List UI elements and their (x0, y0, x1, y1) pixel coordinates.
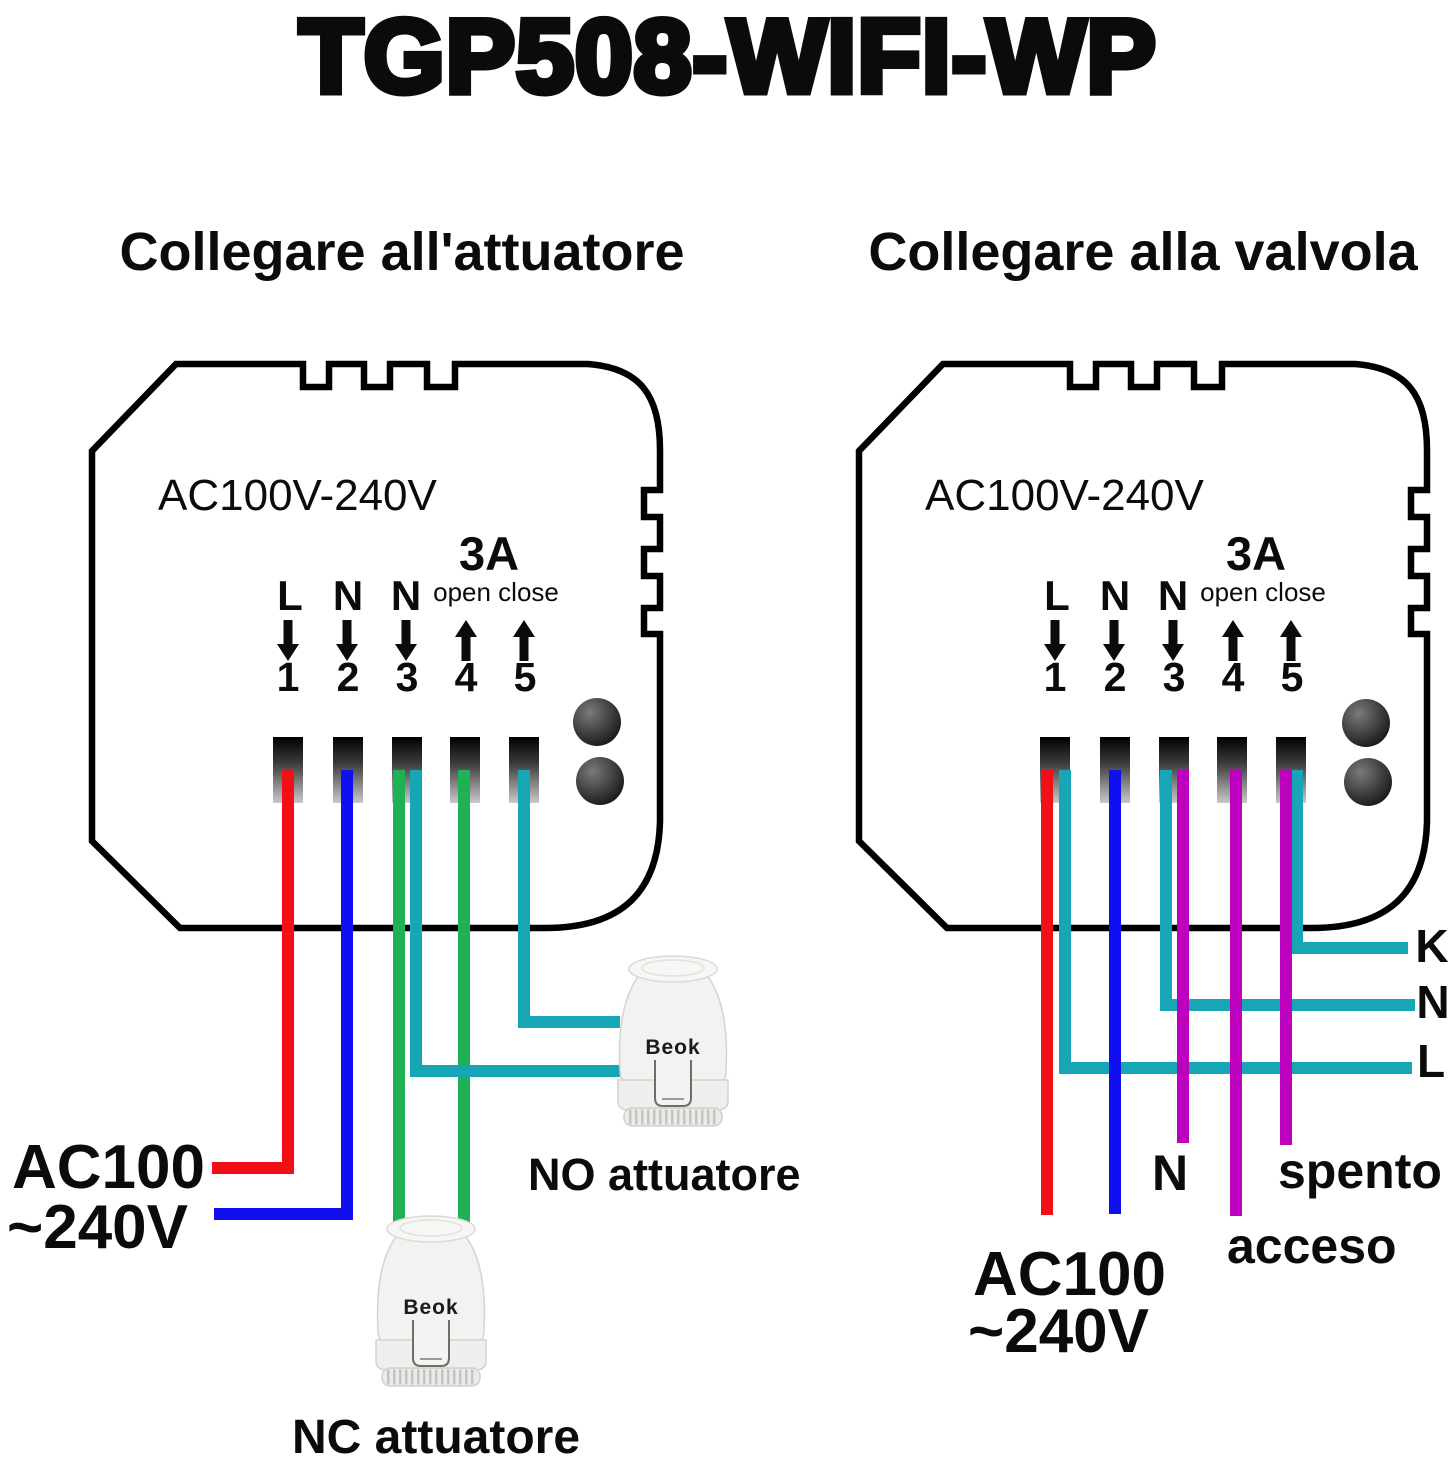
mounting-hole (573, 698, 621, 746)
amperage-label: 3A (1226, 527, 1286, 580)
terminal-letter-n: N (391, 572, 421, 619)
right-section-heading: Collegare alla valvola (868, 222, 1418, 282)
valve-wire-label-n: N (1416, 976, 1449, 1028)
no-actuator-image: Beok (617, 955, 729, 1127)
valve-n-wire (1160, 770, 1415, 1011)
right-wires (1041, 770, 1415, 1216)
terminal-number-2: 2 (337, 654, 360, 700)
terminal-number-1: 1 (277, 654, 300, 700)
mounting-hole (1342, 699, 1390, 747)
arrow-down-icon (336, 620, 358, 661)
no-actuator-wire (518, 770, 620, 1028)
open-close-label: open close (433, 577, 559, 607)
mounting-hole (1344, 758, 1392, 806)
arrow-up-icon (513, 620, 535, 661)
valve-neutral-label: N (1152, 1145, 1188, 1201)
mounting-hole (576, 757, 624, 805)
right-power-label-line2: ~240V (968, 1297, 1149, 1366)
arrow-down-icon (1103, 620, 1125, 661)
valve-wire-label-l: L (1417, 1035, 1445, 1087)
right-power-label-line1: AC100 (973, 1240, 1166, 1309)
terminal-number-1: 1 (1044, 654, 1067, 700)
terminal-number-2: 2 (1104, 654, 1127, 700)
terminal-number-4: 4 (455, 654, 478, 700)
arrow-down-icon (1044, 620, 1066, 661)
actuator-cap-inner (641, 959, 705, 977)
amperage-label: 3A (459, 527, 519, 580)
brand-label: Beok (645, 1036, 700, 1059)
right-device-outline (855, 360, 1431, 932)
nc-actuator-image: Beok (375, 1215, 487, 1387)
left-power-label-line1: AC100 (12, 1133, 205, 1202)
arrow-down-icon (277, 620, 299, 661)
arrow-down-icon (1162, 620, 1184, 661)
voltage-rating-label: AC100V-240V (158, 471, 438, 520)
neutral-wire (214, 770, 353, 1220)
page-title: TGP508-WIFI-WP (299, 0, 1157, 115)
terminal-number-5: 5 (514, 654, 537, 700)
terminal-number-4: 4 (1222, 654, 1245, 700)
terminal-letter-n: N (333, 572, 363, 619)
valve-wire-label-k: K (1415, 920, 1448, 972)
terminal-number-5: 5 (1281, 654, 1304, 700)
no-actuator-wire (410, 770, 620, 1077)
valve-l-wire (1059, 770, 1412, 1074)
arrow-down-icon (395, 620, 417, 661)
terminal-number-3: 3 (1163, 654, 1186, 700)
actuator-clip (412, 1320, 450, 1367)
live-wire (212, 770, 294, 1174)
arrow-up-icon (455, 620, 477, 661)
brand-label: Beok (403, 1296, 458, 1319)
voltage-rating-label: AC100V-240V (925, 471, 1205, 520)
actuator-clip (654, 1060, 692, 1107)
actuator-cap-inner (399, 1219, 463, 1237)
left-device: AC100V-240V 3A L N N open close 1 2 3 4 … (88, 360, 664, 932)
terminal-letter-l: L (1044, 572, 1070, 619)
right-device: AC100V-240V 3A L N N open close 1 2 3 4 … (855, 360, 1431, 932)
left-device-outline (88, 360, 664, 932)
arrow-up-icon (1222, 620, 1244, 661)
valve-off-label: spento (1278, 1143, 1442, 1199)
left-wires (212, 770, 620, 1230)
terminal-letter-n: N (1100, 572, 1130, 619)
left-section-heading: Collegare all'attuatore (120, 222, 685, 282)
no-actuator-label: NO attuatore (528, 1149, 801, 1200)
arrow-up-icon (1280, 620, 1302, 661)
terminal-letter-l: L (277, 572, 303, 619)
terminal-letter-n: N (1158, 572, 1188, 619)
open-close-label: open close (1200, 577, 1326, 607)
left-power-label-line2: ~240V (7, 1193, 188, 1262)
valve-k-wire (1291, 770, 1408, 954)
valve-on-label: acceso (1227, 1218, 1397, 1274)
nc-actuator-label: NC attuatore (292, 1411, 580, 1461)
terminal-number-3: 3 (396, 654, 419, 700)
